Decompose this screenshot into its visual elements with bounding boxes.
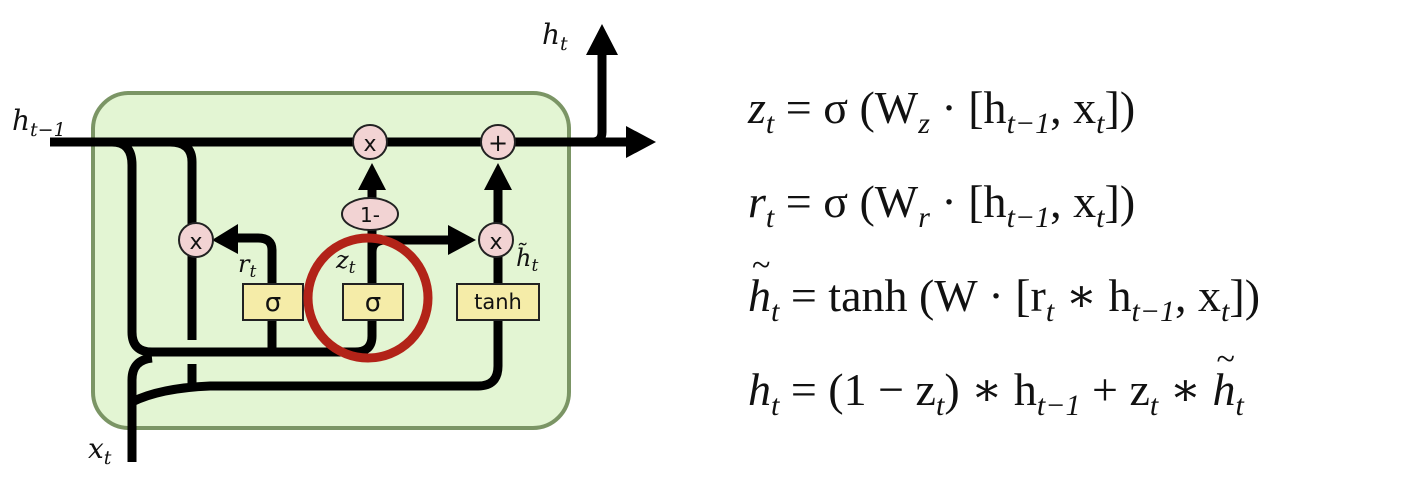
output-branch-line xyxy=(591,55,607,147)
arrow-head-up-icon xyxy=(586,24,618,55)
op-multiply-forget: x xyxy=(352,124,388,160)
sigma-label: σ xyxy=(365,288,381,318)
h-prev-to-gates-line xyxy=(111,137,377,357)
x-input-label: xt xyxy=(88,432,112,469)
arrow-head-up-icon xyxy=(484,163,512,190)
arrow-head-right-icon xyxy=(448,225,476,255)
arrow-head-up-icon xyxy=(358,163,386,190)
multiply-icon: x xyxy=(363,132,376,157)
highlight-circle xyxy=(303,233,433,363)
multiply-icon: x xyxy=(489,230,502,255)
arrow-head-right-icon xyxy=(626,126,656,158)
op-one-minus: 1- xyxy=(341,197,399,231)
equation-update-gate: zt = σ (Wz · [ht−1, xt]) xyxy=(748,82,1136,140)
equation-reset-gate: rt = σ (Wr · [ht−1, xt]) xyxy=(748,176,1136,234)
tanh-label: tanh xyxy=(474,290,522,314)
h-tilde-label: h̃t xyxy=(516,243,538,276)
h-prev-label: ht−1 xyxy=(12,104,66,141)
candidate-tanh-layer: tanh xyxy=(456,283,540,321)
z-gate-label: zt xyxy=(335,246,356,278)
multiply-icon: x xyxy=(189,230,202,255)
r-gate-label: rt xyxy=(238,250,256,282)
gru-equations: zt = σ (Wz · [ht−1, xt]) rt = σ (Wr · [h… xyxy=(748,70,1418,446)
op-multiply-reset: x xyxy=(178,222,214,258)
equation-candidate-state: ht = tanh (W · [rt ∗ ht−1, xt]) xyxy=(748,228,1418,352)
reset-gate-sigmoid: σ xyxy=(242,283,304,321)
plus-icon: + xyxy=(488,129,508,157)
h-out-label: ht xyxy=(542,18,568,55)
equation-hidden-state: ht = (1 − zt) ∗ ht−1 + zt ∗ ht xyxy=(748,322,1418,446)
op-add: + xyxy=(480,124,516,160)
arrow-head-left-icon xyxy=(212,224,238,254)
sigma-label: σ xyxy=(265,288,281,318)
x-to-candidate-line xyxy=(129,318,503,407)
update-gate-sigmoid: σ xyxy=(342,283,404,321)
x-input-line xyxy=(127,353,153,462)
reset-gate-output-line xyxy=(232,233,277,284)
gru-cell-box xyxy=(91,91,571,430)
op-multiply-update: x xyxy=(478,222,514,258)
gru-diagram: x + 1- x x σ σ tanh ht−1 ht xt rt zt h̃t xyxy=(12,18,656,469)
h-prev-to-reset-mult-line xyxy=(169,137,197,230)
one-minus-label: 1- xyxy=(360,203,380,227)
